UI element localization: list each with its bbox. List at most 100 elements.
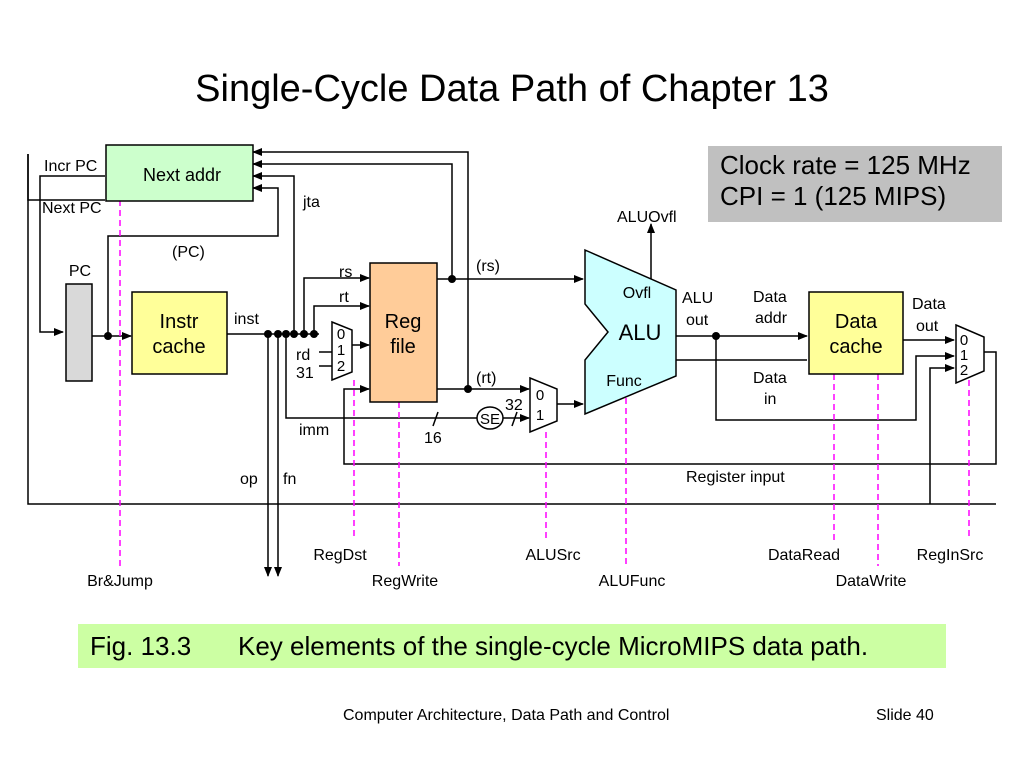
rt-paren-label: (rt) bbox=[476, 370, 496, 387]
footer-slide-number: Slide 40 bbox=[876, 707, 934, 724]
figure-number: Fig. 13.3 bbox=[90, 631, 192, 661]
footer-course: Computer Architecture, Data Path and Con… bbox=[343, 707, 670, 724]
wire-next-pc-top bbox=[27, 154, 996, 505]
fn-label: fn bbox=[283, 471, 296, 488]
imm-label: imm bbox=[299, 422, 329, 439]
instr-cache-label-1: Instr bbox=[160, 311, 199, 333]
junction-inst-3 bbox=[282, 330, 290, 338]
pc-register bbox=[65, 283, 93, 382]
reginsrc-mux-2: 2 bbox=[960, 362, 968, 379]
figure-caption-text: Key elements of the single-cycle MicroMI… bbox=[238, 631, 869, 661]
inst-label: inst bbox=[234, 311, 259, 328]
reginsrc-mux-0: 0 bbox=[960, 332, 968, 349]
wire-imm-bus-tick bbox=[432, 411, 439, 427]
register-input-label: Register input bbox=[686, 469, 785, 486]
wire-rt bbox=[313, 302, 370, 334]
jta-label: jta bbox=[302, 194, 320, 211]
data-cache-label-2: cache bbox=[829, 336, 882, 358]
rs-label: rs bbox=[339, 264, 352, 281]
clock-rate-box: Clock rate = 125 MHz CPI = 1 (125 MIPS) bbox=[708, 146, 1002, 222]
data-write-control: DataWrite bbox=[836, 573, 907, 590]
wire-jta bbox=[252, 172, 295, 334]
alu-ovfl-label: Ovfl bbox=[623, 285, 651, 302]
regdst-mux-1: 1 bbox=[337, 342, 345, 359]
data-cache-block bbox=[808, 291, 904, 375]
alu-src-control: ALUSrc bbox=[525, 547, 580, 564]
wire-rt-to-datain bbox=[252, 148, 469, 389]
regdst-mux-2: 2 bbox=[337, 358, 345, 375]
alusrc-mux bbox=[529, 376, 558, 434]
instr-cache-label-2: cache bbox=[152, 336, 205, 358]
alu-ovfl-out-label: ALUOvfl bbox=[617, 209, 677, 226]
next-addr-label: Next addr bbox=[143, 165, 221, 185]
wire-incr-pc bbox=[39, 175, 105, 336]
junction-rs bbox=[448, 275, 456, 283]
figure-caption: Fig. 13.3 Key elements of the single-cycl… bbox=[78, 624, 946, 668]
wire-pc-to-nextaddr bbox=[107, 184, 279, 336]
slide-title: Single-Cycle Data Path of Chapter 13 bbox=[195, 68, 829, 110]
sign-extend-label: SE bbox=[480, 411, 500, 428]
cpi-text: CPI = 1 (125 MIPS) bbox=[720, 181, 947, 211]
regdst-mux bbox=[331, 320, 353, 382]
next-addr-block bbox=[105, 144, 254, 202]
reg-dst-control: RegDst bbox=[313, 547, 367, 564]
pc-label: PC bbox=[69, 263, 91, 280]
wires bbox=[27, 148, 997, 577]
wire-incrpc-to-mux bbox=[929, 364, 955, 504]
reg-file-block bbox=[369, 262, 438, 403]
wire-rs bbox=[303, 274, 370, 334]
pc-paren-label: (PC) bbox=[172, 244, 205, 261]
reg-write-control: RegWrite bbox=[372, 573, 438, 590]
data-in-label-2: in bbox=[764, 391, 776, 408]
alu-func-control: ALUFunc bbox=[599, 573, 666, 590]
reg-file-label-1: Reg bbox=[385, 311, 422, 333]
data-addr-label-1: Data bbox=[753, 289, 787, 306]
thirty-two-label: 32 bbox=[505, 397, 523, 414]
junction-inst-5 bbox=[300, 330, 308, 338]
junctions bbox=[104, 275, 720, 393]
clock-rate-text: Clock rate = 125 MHz bbox=[720, 150, 971, 180]
wire-aluout-to-mux bbox=[715, 336, 955, 421]
alu-func-label: Func bbox=[606, 373, 642, 390]
incr-pc-label: Incr PC bbox=[44, 158, 97, 175]
alu-out-label-2: out bbox=[686, 312, 709, 329]
data-read-control: DataRead bbox=[768, 547, 840, 564]
rd-label: rd bbox=[296, 347, 310, 364]
junction-inst-2 bbox=[274, 330, 282, 338]
reg-file-label-2: file bbox=[390, 336, 416, 358]
junction-inst-6 bbox=[310, 330, 318, 338]
wire-register-input bbox=[343, 351, 997, 465]
alu-label: ALU bbox=[619, 320, 662, 345]
wire-imm bbox=[285, 334, 478, 419]
next-pc-label: Next PC bbox=[42, 200, 102, 217]
sign-extend-unit bbox=[476, 406, 504, 430]
data-cache-label-1: Data bbox=[835, 311, 878, 333]
instr-cache-block bbox=[131, 291, 228, 375]
alu-out-label-1: ALU bbox=[682, 290, 713, 307]
br-jump-control: Br&Jump bbox=[87, 573, 153, 590]
data-out-label-1: Data bbox=[912, 296, 946, 313]
alusrc-mux-0: 0 bbox=[536, 387, 544, 404]
datapath-diagram: Next addr PC Instr cache Reg file 0 1 2 … bbox=[27, 144, 997, 590]
alu-block bbox=[584, 248, 677, 416]
reg-in-src-control: RegInSrc bbox=[917, 547, 984, 564]
junction-aluout bbox=[712, 332, 720, 340]
junction-pc bbox=[104, 332, 112, 340]
sixteen-label: 16 bbox=[424, 430, 442, 447]
data-addr-label-2: addr bbox=[755, 310, 788, 327]
rs-paren-label: (rs) bbox=[476, 258, 500, 275]
op-label: op bbox=[240, 471, 258, 488]
junction-inst-4 bbox=[290, 330, 298, 338]
wire-rs-to-nextaddr bbox=[252, 160, 453, 279]
data-in-label-1: Data bbox=[753, 370, 787, 387]
wire-se-bus-tick bbox=[511, 411, 518, 427]
thirty-one-label: 31 bbox=[296, 365, 314, 382]
regdst-mux-0: 0 bbox=[337, 326, 345, 343]
junction-inst-1 bbox=[264, 330, 272, 338]
reginsrc-mux-1: 1 bbox=[960, 347, 968, 364]
data-out-label-2: out bbox=[916, 318, 939, 335]
junction-rt bbox=[464, 385, 472, 393]
alusrc-mux-1: 1 bbox=[536, 407, 544, 424]
rt-label: rt bbox=[339, 289, 349, 306]
reginsrc-mux bbox=[955, 323, 985, 385]
